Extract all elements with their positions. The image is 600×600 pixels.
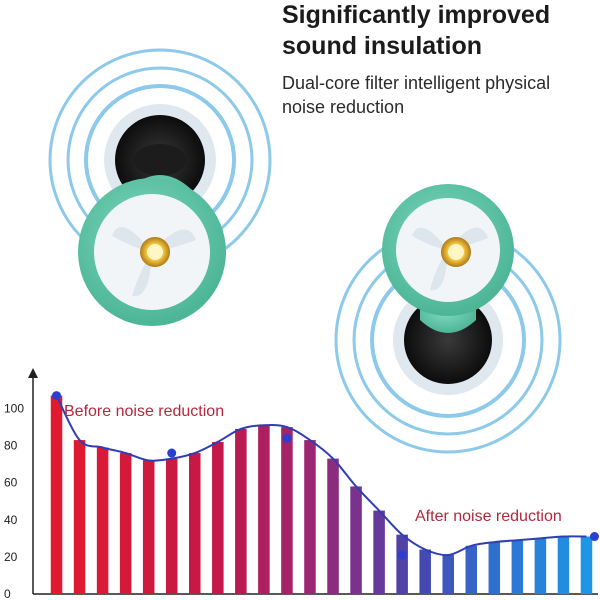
- curve-marker: [52, 391, 62, 401]
- chart-bar: [50, 395, 63, 594]
- chart-bar: [580, 536, 593, 594]
- chart-bar: [534, 538, 547, 594]
- y-tick-label: 80: [4, 439, 18, 453]
- headline-line-2: sound insulation: [282, 32, 482, 60]
- chart-bar: [189, 453, 201, 594]
- chart-bar: [511, 540, 524, 594]
- chart-bar: [396, 534, 408, 594]
- subheadline: Dual-core filter intelligent physical no…: [282, 71, 598, 119]
- chart-bar: [119, 453, 132, 594]
- subhead-line-1: Dual-core filter intelligent physical: [282, 73, 551, 93]
- chart-bar: [488, 542, 501, 594]
- headline-line-1: Significantly improved: [282, 1, 551, 29]
- y-tick-label: 100: [4, 402, 24, 416]
- chart-bar: [235, 428, 247, 594]
- y-axis-arrow-icon: [28, 368, 38, 378]
- chart-bar: [442, 555, 454, 594]
- chart-bar: [350, 486, 362, 594]
- chart-bar: [327, 458, 339, 594]
- subhead-line-2: noise reduction: [282, 97, 405, 117]
- curve-marker: [167, 448, 177, 458]
- y-tick-label: 0: [4, 587, 11, 600]
- y-tick-label: 60: [4, 476, 18, 490]
- chart-bar: [142, 460, 155, 594]
- chart-bar: [258, 425, 270, 594]
- chart-bar: [212, 441, 224, 594]
- chart-bar: [281, 427, 293, 594]
- earplug-right-icon: [382, 184, 514, 395]
- curve-marker: [282, 433, 292, 443]
- chart-bar: [557, 536, 570, 594]
- before-noise-reduction-label: Before noise reduction: [64, 403, 224, 420]
- earplug-left-icon: [78, 104, 226, 326]
- curve-marker: [589, 532, 599, 542]
- noise-curve-line: [55, 395, 587, 557]
- y-tick-label: 20: [4, 550, 18, 564]
- chart-bar: [419, 549, 431, 594]
- chart-bar: [165, 458, 178, 594]
- chart-bar: [73, 440, 86, 594]
- after-noise-reduction-label: After noise reduction: [415, 508, 562, 525]
- chart-bar: [304, 440, 316, 594]
- chart-bar: [465, 545, 478, 594]
- chart-bar: [373, 510, 385, 594]
- curve-marker: [397, 550, 407, 560]
- headline: Significantly improved sound insulation: [282, 0, 592, 62]
- y-tick-label: 40: [4, 513, 18, 527]
- chart-bar: [96, 447, 109, 594]
